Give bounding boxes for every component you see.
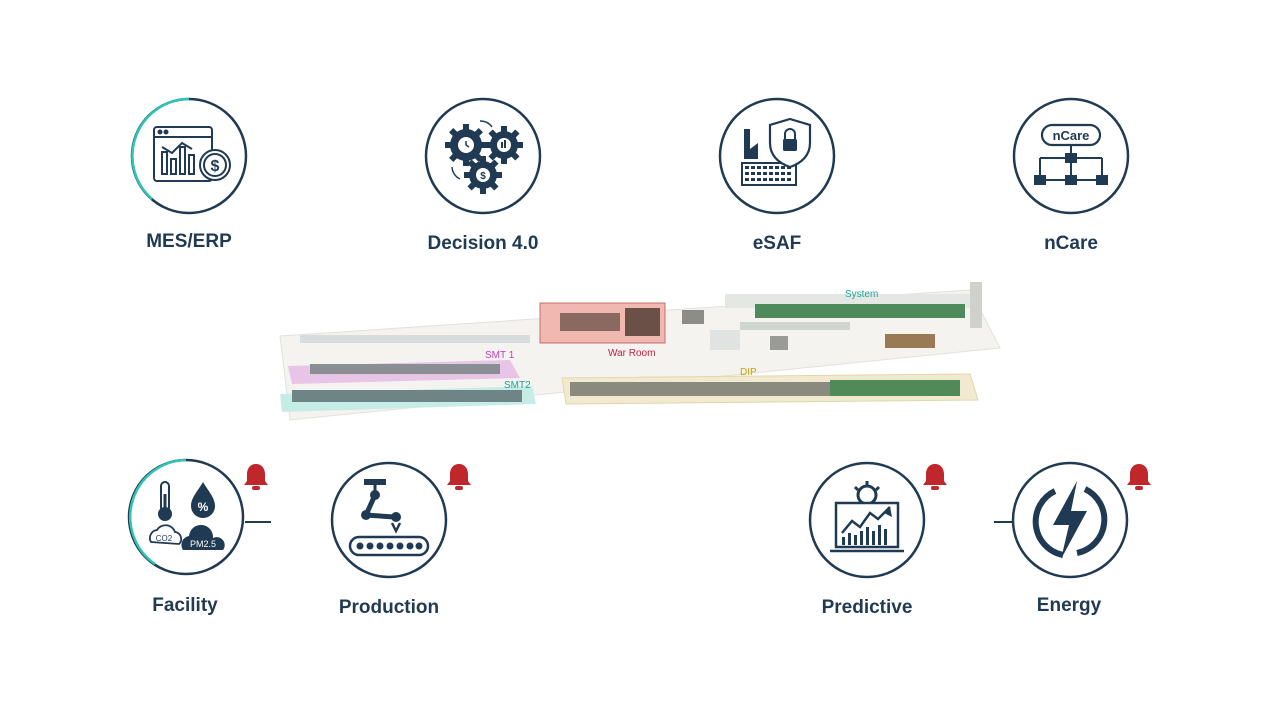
production-alert-bell-icon[interactable] — [445, 462, 473, 492]
mes-erp-label: MES/ERP — [146, 231, 232, 252]
pm25-text: PM2.5 — [190, 539, 216, 549]
energy-label: Energy — [1036, 595, 1102, 616]
mes-erp-node[interactable]: $ — [130, 97, 248, 215]
decision-label: Decision 4.0 — [427, 233, 539, 254]
predictive-label: Predictive — [821, 597, 913, 618]
svg-text:$: $ — [480, 171, 486, 182]
facility-label: Facility — [152, 595, 218, 616]
lightning-icon — [1032, 481, 1108, 559]
dip-label: DIP — [740, 367, 757, 378]
smt1-label: SMT 1 — [485, 350, 515, 361]
svg-text:$: $ — [211, 158, 220, 175]
environment-sensors-icon: % CO2 PM2.5 — [149, 481, 225, 550]
production-node[interactable] — [330, 461, 448, 579]
production-label: Production — [338, 597, 440, 618]
robot-arm-conveyor-icon — [348, 479, 430, 557]
ncare-icon-text: nCare — [1053, 128, 1090, 143]
facility-connector — [245, 521, 271, 523]
gears-icon: $ — [445, 120, 523, 194]
ncare-node[interactable]: nCare — [1012, 97, 1130, 215]
predictive-alert-bell-icon[interactable] — [921, 462, 949, 492]
decision-node[interactable]: $ — [424, 97, 542, 215]
co2-text: CO2 — [156, 534, 173, 543]
predictive-node[interactable] — [808, 461, 926, 579]
energy-connector — [994, 521, 1012, 523]
smt2-label: SMT2 — [504, 380, 531, 391]
dashboard-dollar-icon: $ — [153, 126, 231, 182]
factory-lock-icon — [741, 117, 812, 186]
system-zone: System — [740, 289, 965, 348]
humidity-percent-text: % — [198, 500, 209, 514]
energy-alert-bell-icon[interactable] — [1125, 462, 1153, 492]
facility-node[interactable]: % CO2 PM2.5 — [127, 458, 245, 576]
smt1-zone: SMT 1 — [288, 350, 520, 384]
smt2-zone: SMT2 — [280, 380, 536, 412]
esaf-node[interactable] — [718, 97, 836, 215]
energy-node[interactable] — [1011, 461, 1129, 579]
ncare-label: nCare — [1044, 233, 1098, 254]
system-label: System — [845, 289, 878, 300]
analytics-chart-icon — [830, 481, 904, 553]
factory-floor-plan: War Room System SMT 1 SMT2 DIP — [270, 278, 1010, 428]
facility-alert-bell-icon[interactable] — [242, 462, 270, 492]
esaf-label: eSAF — [752, 233, 802, 254]
dip-zone: DIP — [561, 367, 979, 405]
network-icon: nCare — [1034, 123, 1108, 185]
war-room-label: War Room — [608, 348, 655, 359]
war-room-zone: War Room — [539, 302, 666, 359]
